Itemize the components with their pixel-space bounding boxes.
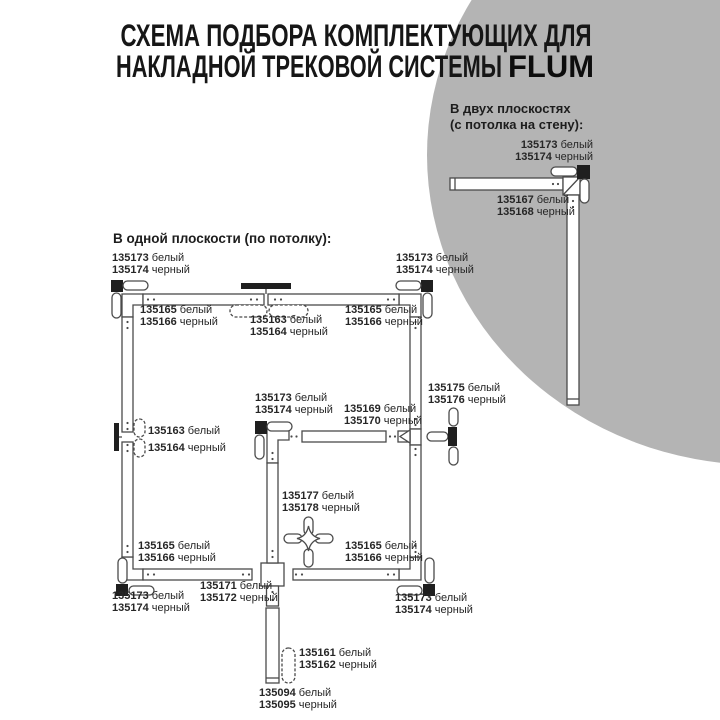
part-label-tr-corner: 135173 белый 135174 черный [396,252,474,277]
brand-name: FLUM [508,48,594,84]
bottom-track-extension [265,607,280,684]
part-label-t-joint: 135169 белый 135170 черный [344,403,422,428]
part-label-tp-corner: 135173 белый 135174 черный [515,139,593,164]
cross-connector-icon [283,516,334,568]
part-label-tl-corner: 135173 белый 135174 черный [112,252,190,277]
title-line-2: НАКЛАДНОЙ ТРЕКОВОЙ СИСТЕМЫ [116,48,502,84]
corner-connector-inner [266,428,290,464]
part-label-top-right-joint: 135165 белый 135166 черный [345,304,423,329]
part-label-side-feed: 135175 белый 135176 черный [428,382,506,407]
connector-dots [551,182,575,209]
part-label-br-corner: 135173 белый 135174 черный [395,592,473,617]
part-label-end-cap: 135161 белый 135162 черный [299,647,377,672]
straight-connector-icon-top [229,304,309,318]
two-planes-heading: В двух плоскостях (с потолка на стену): [450,101,583,132]
corner-adapter-icon-inner [254,421,293,460]
corner-adapter-icon-top-left [111,280,149,319]
part-label-top-center-joint: 135163 белый 135164 черный [250,314,328,339]
corner-adapter-icon-bottom-right [396,557,435,596]
part-label-mid-left-joint: 135163 белый 135164 черный [148,425,226,454]
left-track-upper-segment [121,316,134,433]
wall-corner-piece [562,176,581,196]
top-track-left-segment [142,293,265,306]
part-label-bottom-right-joint: 135165 белый 135166 черный [345,540,423,565]
part-label-bottom-center-joint: 135171 белый 135172 черный [200,580,278,605]
two-planes-heading-line2: (с потолка на стену): [450,116,584,132]
bottom-connector [265,585,280,607]
two-planes-diagram [449,165,590,406]
bottom-track-right-segment [292,568,400,581]
power-feed-top [241,283,291,294]
inner-horizontal-track [301,430,387,443]
end-cap-icon [281,647,296,684]
one-plane-diagram [111,280,459,684]
part-label-tp-adapter: 135167 белый 135168 черный [497,194,575,219]
part-label-top-left-joint: 135165 белый 135166 черный [140,304,218,329]
right-track-lower-segment [409,444,422,558]
part-label-bottom-left-joint: 135165 белый 135166 черный [138,540,216,565]
page-title: СХЕМА ПОДБОРА КОМПЛЕКТУЮЩИХ ДЛЯ НАКЛАДНО… [116,17,594,84]
part-label-inner-corner: 135173 белый 135174 черный [255,392,333,417]
t-junction-wedge [398,428,411,445]
part-label-track: 135094 белый 135095 черный [259,687,337,712]
straight-connector-icon-left [133,418,146,458]
corner-adapter-icon-bottom-left [116,557,155,596]
bottom-track-left-segment [142,568,253,581]
corner-adapter-icon-top-right [395,280,433,319]
corner-adapter-icon [550,165,590,204]
top-track-right-segment [267,293,400,306]
left-track-lower-segment [121,441,134,558]
title-line-1: СХЕМА ПОДБОРА КОМПЛЕКТУЮЩИХ ДЛЯ [121,17,592,53]
one-plane-heading: В одной плоскости (по потолку): [113,231,332,246]
t-junction [409,428,422,446]
part-label-cross-connector: 135177 белый 135178 черный [282,490,360,515]
wall-track [566,194,580,406]
inner-vertical-track [266,462,279,564]
connector-dots [126,298,417,602]
power-feed-side [114,423,122,451]
two-planes-heading-line1: В двух плоскостях [450,101,571,116]
t-connector-icon [426,407,459,466]
part-label-bl-corner: 135173 белый 135174 черный [112,590,190,615]
ceiling-track [449,177,564,191]
